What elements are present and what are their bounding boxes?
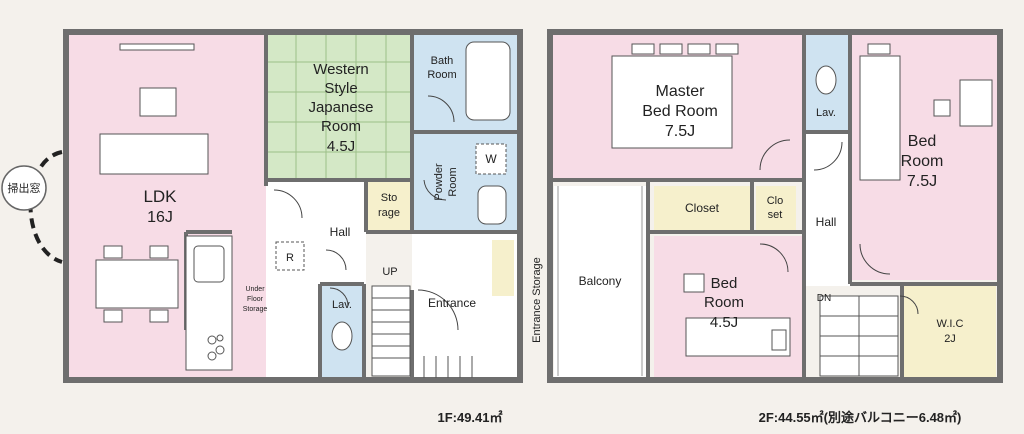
western-label-4: Room xyxy=(321,118,361,135)
area-1f: 1F:49.41㎡ xyxy=(437,410,502,425)
master-bed xyxy=(611,55,733,149)
entrance-steps xyxy=(423,356,473,378)
powder-label-1: Powder xyxy=(433,163,445,201)
western-label-3: Japanese xyxy=(308,99,373,116)
closet2-label-2: set xyxy=(768,209,783,221)
small-bed-pillow xyxy=(771,329,787,351)
hall-label-2f: Hall xyxy=(816,215,837,229)
master-bed-pillows xyxy=(631,43,739,55)
ldk-room xyxy=(66,32,266,380)
entrance-storage-label: Entrance Storage xyxy=(531,257,543,343)
western-size: 4.5J xyxy=(327,138,355,155)
toilet-1f xyxy=(331,321,353,351)
balcony xyxy=(554,186,646,380)
door-swings-2f xyxy=(759,139,919,315)
bath-label-1: Bath xyxy=(431,55,454,67)
storage-room xyxy=(366,180,412,232)
area-2f: 2F:44.55㎡(別途バルコニー6.48㎡) xyxy=(759,410,962,425)
hall-2f xyxy=(806,132,852,286)
kitchen-counter xyxy=(185,235,233,371)
entrance-storage-box xyxy=(492,240,514,296)
bathtub xyxy=(465,41,511,121)
dining-chairs xyxy=(103,245,169,323)
closet-label: Closet xyxy=(685,201,720,215)
bath-label-2: Room xyxy=(427,69,456,81)
stairs-2f xyxy=(819,295,899,377)
right-bed-pillow xyxy=(867,43,891,55)
wic-label-2: 2J xyxy=(944,333,956,345)
bed-right-size: 7.5J xyxy=(907,173,937,190)
ldk-size: 16J xyxy=(147,209,173,226)
underfloor-label-2: Floor xyxy=(247,296,264,303)
balcony-label: Balcony xyxy=(579,274,622,288)
walk-in-closet xyxy=(904,286,996,380)
right-bed xyxy=(859,55,901,181)
closet xyxy=(654,186,750,230)
closet-2 xyxy=(756,186,796,230)
washbasin xyxy=(477,185,507,225)
desk-chair xyxy=(933,99,951,117)
bed-right-label-2: Room xyxy=(901,153,944,170)
stairs-1f xyxy=(371,285,411,377)
hall-label-1f: Hall xyxy=(330,225,351,239)
master-label-1: Master xyxy=(656,83,706,100)
fridge-space xyxy=(275,241,305,271)
wic-label-1: W.I.C xyxy=(937,318,964,330)
door-swings-1f xyxy=(273,95,459,331)
lav-label-2f: Lav. xyxy=(816,107,836,119)
floor-1-plan xyxy=(1,29,523,383)
dining-table xyxy=(95,259,179,309)
western-label-2: Style xyxy=(324,80,357,97)
bed-small-size: 4.5J xyxy=(710,314,738,331)
master-size: 7.5J xyxy=(665,123,695,140)
toilet-2f xyxy=(815,65,837,95)
washer-mark: W xyxy=(485,152,497,166)
floor-2-plan xyxy=(547,29,1003,383)
desk xyxy=(959,79,993,127)
bed-right-label-1: Bed xyxy=(908,133,936,150)
sofa xyxy=(99,133,209,175)
underfloor-label-1: Under xyxy=(245,286,265,293)
window-tag-label: 掃出窓 xyxy=(8,181,41,195)
coffee-table xyxy=(139,87,177,117)
master-label-2: Bed Room xyxy=(642,103,718,120)
storage-label-2: rage xyxy=(378,207,400,219)
tv-unit xyxy=(119,43,195,51)
western-label-1: Western xyxy=(313,61,369,78)
closet2-label-1: Clo xyxy=(767,195,784,207)
balcony-rail xyxy=(557,186,643,376)
window-tag-bubble xyxy=(1,165,47,211)
stair-dn-label: DN xyxy=(817,293,831,304)
ldk-label: LDK xyxy=(143,187,177,206)
powder-label-2: Room xyxy=(447,167,459,196)
interior-walls-1f xyxy=(184,32,520,380)
small-room-chair xyxy=(683,273,705,293)
underfloor-label-3: Storage xyxy=(243,306,268,313)
stair-up-label: UP xyxy=(382,266,397,278)
tatami-grid xyxy=(266,32,412,180)
storage-label-1: Sto xyxy=(381,192,398,204)
lav-label-1f: Lav. xyxy=(332,299,352,311)
washer-space xyxy=(475,143,507,175)
outer-wall-1f xyxy=(63,29,523,383)
kitchen-sink xyxy=(193,245,225,283)
western-japanese-room xyxy=(266,32,412,180)
bed-small-label-1: Bed xyxy=(711,275,738,292)
bed-small-label-2: Room xyxy=(704,294,744,311)
outer-wall-2f xyxy=(547,29,1003,383)
interior-walls-2f xyxy=(550,32,1000,380)
fridge-mark: R xyxy=(286,252,294,264)
labels: LDK 16J Western Style Japanese Room 4.5J… xyxy=(8,55,964,425)
stove-burners xyxy=(207,334,225,361)
entrance-label: Entrance xyxy=(428,296,476,310)
